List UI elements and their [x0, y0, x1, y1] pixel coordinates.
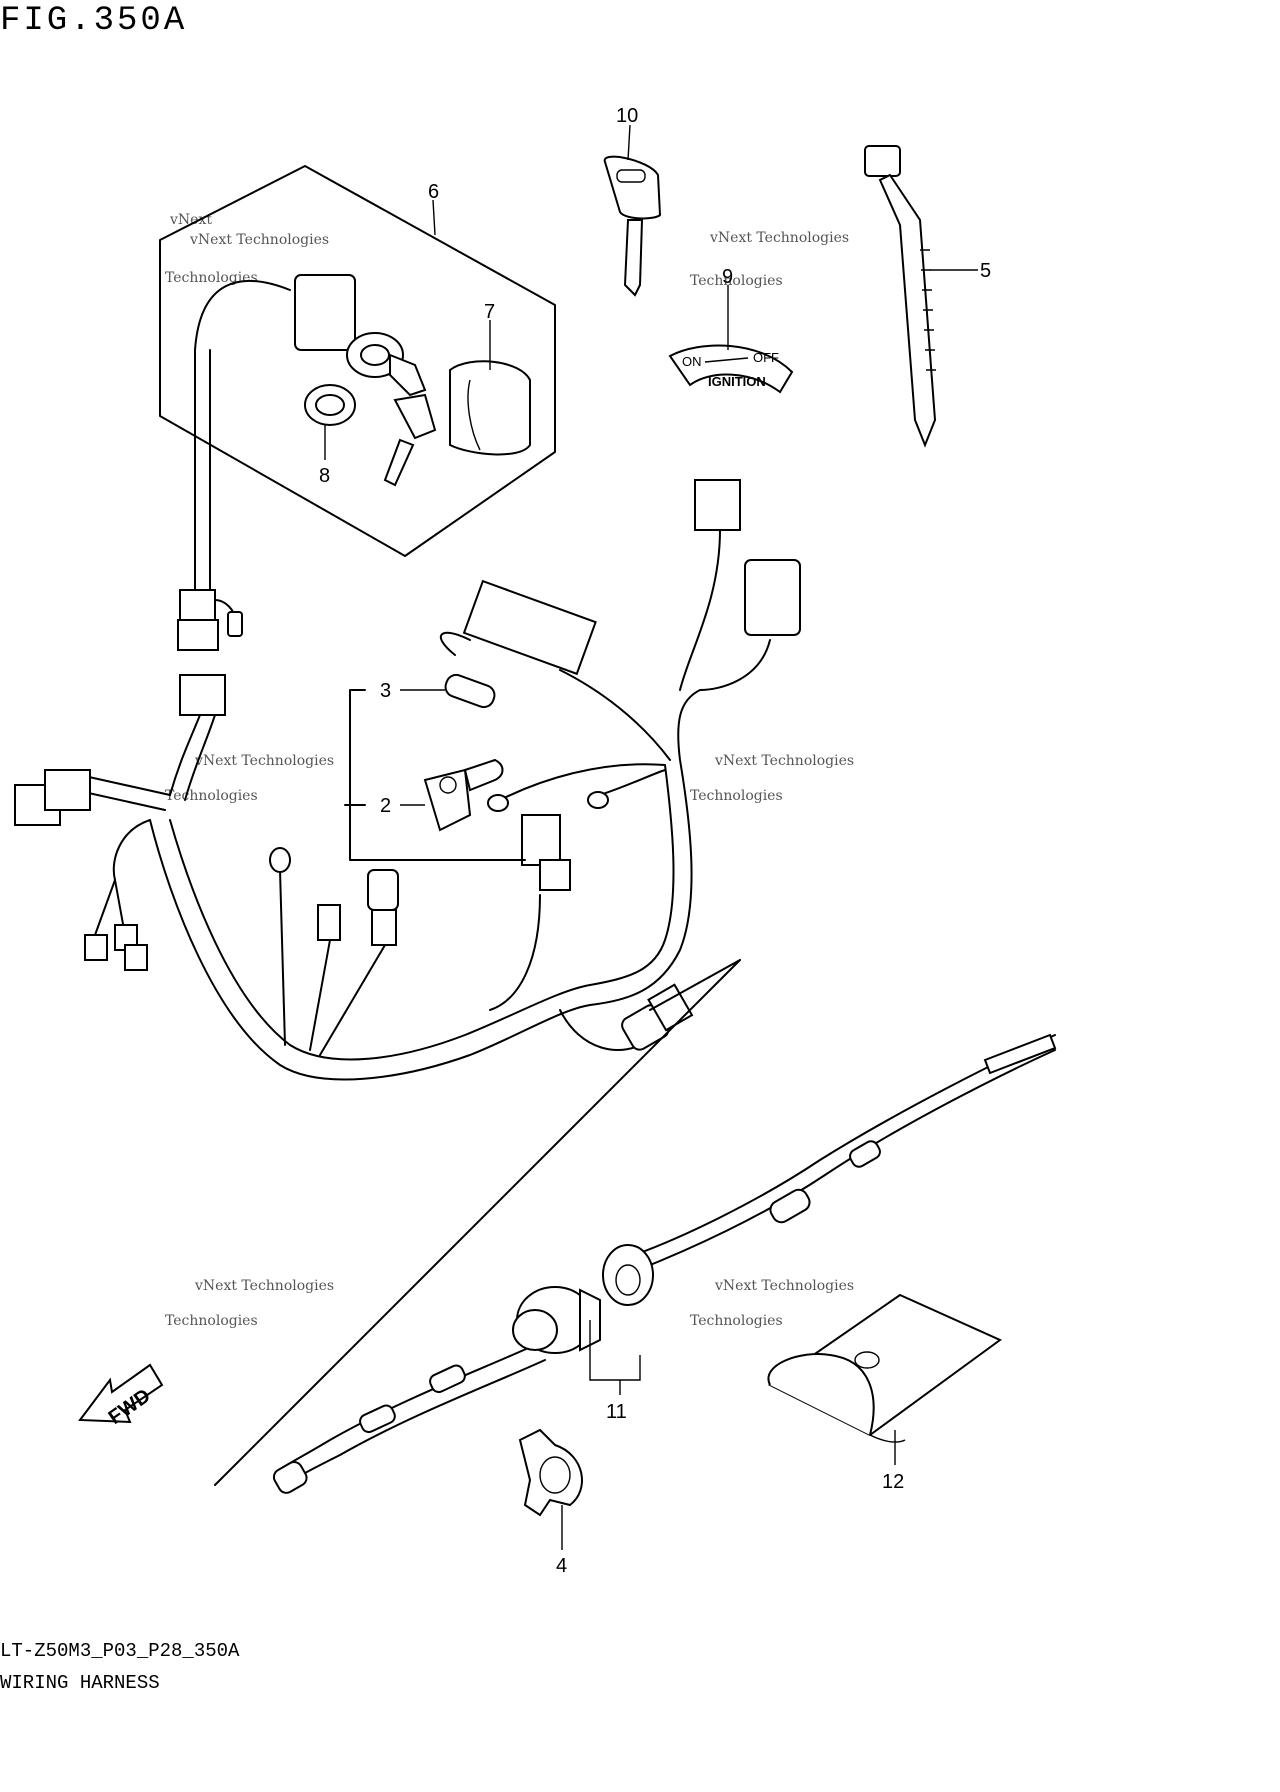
ignition-switch-assembly	[159, 165, 556, 651]
svg-text:vNext Technologies: vNext Technologies	[189, 232, 329, 248]
watermark-bottom-left: vNext Technologies Technologies	[165, 1278, 334, 1329]
svg-text:Technologies: Technologies	[165, 270, 258, 286]
harness-clamp	[518, 1428, 583, 1517]
svg-text:Technologies: Technologies	[165, 788, 258, 804]
cable-tie	[864, 145, 937, 448]
svg-text:vNext Technologies: vNext Technologies	[194, 753, 334, 769]
part-numbers: 10 6 7 8 9 5 3 2 11 12 4	[319, 105, 991, 1577]
part-number: 2	[380, 795, 391, 817]
part-number: 9	[722, 266, 733, 288]
svg-text:OFF: OFF	[753, 350, 779, 365]
figure-name: WIRING HARNESS	[0, 1672, 160, 1694]
watermark-mid-right: vNext Technologies Technologies	[690, 753, 854, 804]
watermark-top-left: vNext vNext Technologies Technologies	[165, 212, 329, 286]
svg-text:vNext Technologies: vNext Technologies	[709, 230, 849, 246]
part-number: 5	[980, 260, 991, 282]
ignition-decal: ON OFF IGNITION	[668, 344, 794, 394]
svg-text:Technologies: Technologies	[690, 273, 783, 289]
protector-sheet	[767, 1293, 1002, 1443]
part-number: 10	[616, 105, 638, 127]
figure-title: FIG.350A	[0, 2, 188, 40]
svg-text:vNext Technologies: vNext Technologies	[194, 1278, 334, 1294]
svg-text:vNext Technologies: vNext Technologies	[714, 1278, 854, 1294]
part-number: 12	[882, 1471, 904, 1493]
svg-text:vNext Technologies: vNext Technologies	[714, 753, 854, 769]
part-number: 11	[606, 1401, 627, 1423]
part-number: 4	[556, 1555, 567, 1577]
part-number: 6	[428, 181, 439, 203]
neutral-switch-lead	[272, 1033, 1057, 1494]
svg-text:Technologies: Technologies	[690, 788, 783, 804]
watermark-mid-left: vNext Technologies Technologies	[165, 753, 334, 804]
svg-text:Technologies: Technologies	[165, 1313, 258, 1329]
leader-lines	[324, 124, 978, 1550]
part-number: 8	[319, 465, 330, 487]
figure-code: LT-Z50M3_P03_P28_350A	[0, 1640, 240, 1662]
part-number: 7	[484, 301, 495, 323]
part-number: 3	[380, 680, 391, 702]
main-harness	[14, 479, 801, 1081]
forward-arrow: FWD	[78, 1363, 164, 1429]
svg-text:Technologies: Technologies	[690, 1313, 783, 1329]
watermark-top-right: vNext Technologies Technologies	[690, 230, 849, 289]
watermark-bottom-right: vNext Technologies Technologies	[690, 1278, 854, 1329]
diagonal-divider	[214, 959, 741, 1486]
svg-text:vNext: vNext	[169, 212, 212, 228]
svg-text:ON: ON	[682, 354, 702, 369]
fuse-bracket	[344, 673, 526, 861]
ignition-key	[603, 155, 662, 297]
svg-text:IGNITION: IGNITION	[708, 374, 766, 389]
